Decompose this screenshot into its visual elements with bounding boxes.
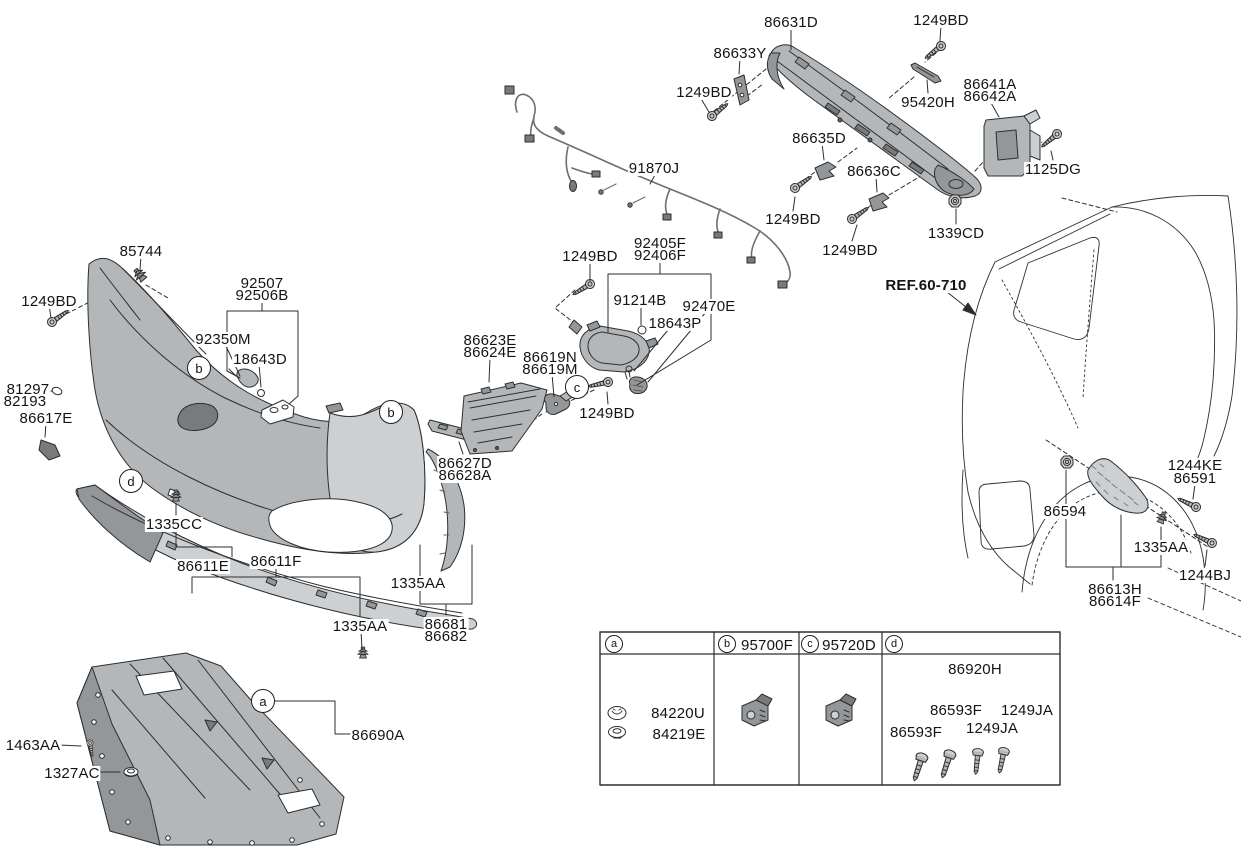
part-label: 92507 xyxy=(239,275,285,292)
beam-brackets xyxy=(733,62,942,212)
callout-b: b xyxy=(718,635,736,653)
part-label: 1327AC xyxy=(43,765,101,782)
callout-d: d xyxy=(119,469,143,493)
part-label: 86641A xyxy=(962,76,1018,93)
part-label: 86624E xyxy=(462,344,518,361)
callout-c: c xyxy=(801,635,819,653)
part-label: 86633Y xyxy=(712,45,768,62)
part-label: 92350M xyxy=(194,331,252,348)
part-label: 1249BD xyxy=(675,84,733,101)
part-label: 1244BJ xyxy=(1177,567,1233,584)
part-label: 1335CC xyxy=(144,516,204,533)
part-label: 92406F xyxy=(632,247,688,264)
rear-lamp xyxy=(568,319,659,395)
part-label: 86613H xyxy=(1087,581,1143,598)
part-label: 86593F xyxy=(928,702,984,719)
bumper-lower-skirt xyxy=(75,484,478,632)
callout-d: d xyxy=(885,635,903,653)
part-label: 86619M xyxy=(521,361,579,378)
part-label: 86682 xyxy=(423,628,469,645)
part-label: 91870J xyxy=(627,160,681,177)
part-label: 85744 xyxy=(118,243,164,260)
part-label: 1335AA xyxy=(389,575,447,592)
part-label: 86635D xyxy=(791,130,847,147)
side-mount-bracket xyxy=(1087,458,1149,514)
under-cover xyxy=(76,652,345,846)
part-label: 81297 xyxy=(5,381,51,398)
part-label: 18643P xyxy=(647,315,703,332)
callout-c: c xyxy=(565,375,589,399)
part-label: 1244KE xyxy=(1166,457,1224,474)
part-label: 1463AA xyxy=(4,737,62,754)
part-label: 86628A xyxy=(437,467,493,484)
part-label: 86623E xyxy=(462,332,518,349)
part-label: 1125DG xyxy=(1024,161,1082,178)
part-label: 86631D xyxy=(763,14,819,31)
part-label: 92470E xyxy=(681,298,737,315)
part-label: 86627D xyxy=(437,455,493,472)
part-label: 1335AA xyxy=(1132,539,1190,556)
part-label: 84219E xyxy=(651,726,707,743)
part-label: 95700F xyxy=(739,637,795,654)
callout-a: a xyxy=(251,689,275,713)
part-label: 86594 xyxy=(1042,503,1088,520)
part-label: 1249BD xyxy=(764,211,822,228)
part-label: 1249BD xyxy=(578,405,636,422)
part-label: 1249BD xyxy=(561,248,619,265)
part-label: 86642A xyxy=(962,88,1018,105)
part-label: 1249JA xyxy=(964,720,1020,737)
bumper-beam xyxy=(766,44,982,199)
callout-a: a xyxy=(605,635,623,653)
part-label: 86591 xyxy=(1172,470,1218,487)
harness-connectors xyxy=(504,85,788,289)
part-label: 84220U xyxy=(650,705,706,722)
part-label: 92405F xyxy=(632,235,688,252)
callout-b: b xyxy=(187,356,211,380)
part-label: 18643D xyxy=(232,351,288,368)
part-label: 1249JA xyxy=(999,702,1055,719)
part-label: 86920H xyxy=(947,661,1003,678)
part-label: 95420H xyxy=(900,94,956,111)
part-label: 1249BD xyxy=(912,12,970,29)
quarter-panel xyxy=(961,194,1241,638)
part-label: 86619N xyxy=(522,349,578,366)
part-label: 1339CD xyxy=(926,225,986,242)
part-label: 86690A xyxy=(350,727,406,744)
part-label: 86611E xyxy=(176,558,230,575)
beam-end-plate xyxy=(983,109,1041,177)
left-small-parts xyxy=(38,368,295,461)
part-label: 86593F xyxy=(888,724,944,741)
part-label: 1335AA xyxy=(331,618,389,635)
part-label: 86611F xyxy=(249,553,303,570)
part-label: 86636C xyxy=(846,163,902,180)
part-label: 86681 xyxy=(423,616,469,633)
part-label: 91214B xyxy=(612,292,668,309)
part-label: REF.60-710 xyxy=(884,277,968,294)
fasteners xyxy=(45,39,1219,777)
part-label: 92506B xyxy=(234,287,290,304)
part-label: 82193 xyxy=(2,393,48,410)
corner-garnish xyxy=(460,381,575,455)
part-label: 95720D xyxy=(821,637,877,654)
part-label: 1249BD xyxy=(20,293,78,310)
part-label: 1249BD xyxy=(821,242,879,259)
callout-b: b xyxy=(379,400,403,424)
part-label: 86614F xyxy=(1087,593,1143,610)
part-label: 86617E xyxy=(18,410,74,427)
